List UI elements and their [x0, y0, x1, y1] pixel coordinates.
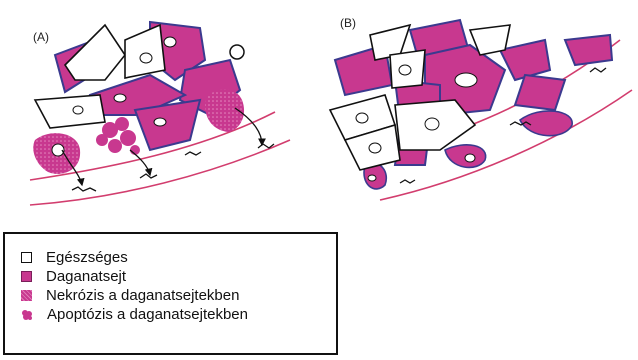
legend-item-apoptosis: Apoptózis a daganatsejtekben	[21, 305, 336, 324]
tumor-cell	[135, 100, 200, 150]
healthy-cell	[35, 95, 105, 128]
cell-debris	[140, 174, 157, 178]
panel-b	[330, 20, 632, 200]
cell-debris	[185, 152, 201, 155]
healthy-swatch-icon	[21, 252, 32, 263]
legend-item-healthy: Egészséges	[21, 248, 336, 267]
tumor-cell	[515, 75, 565, 110]
legend-label: Egészséges	[46, 249, 128, 266]
legend-label: Apoptózis a daganatsejtekben	[47, 306, 248, 323]
panel-label-a: (A)	[33, 30, 49, 44]
necrosis-swatch-icon	[21, 290, 32, 301]
legend-item-tumor: Daganatsejt	[21, 267, 336, 286]
cell-debris	[400, 180, 415, 183]
legend-label: Nekrózis a daganatsejtekben	[46, 287, 239, 304]
legend: Egészséges Daganatsejt Nekrózis a dagana…	[3, 232, 338, 355]
legend-label: Daganatsejt	[46, 268, 126, 285]
panel-label-b: (B)	[340, 16, 356, 30]
panel-a	[30, 22, 290, 205]
legend-item-necrosis: Nekrózis a daganatsejtekben	[21, 286, 336, 305]
cell-debris	[72, 187, 96, 191]
apoptosis-swatch-icon	[21, 309, 33, 321]
cell-debris	[590, 68, 606, 72]
tumor-cell	[565, 35, 612, 65]
tumor-swatch-icon	[21, 271, 32, 282]
healthy-cell	[125, 25, 165, 78]
